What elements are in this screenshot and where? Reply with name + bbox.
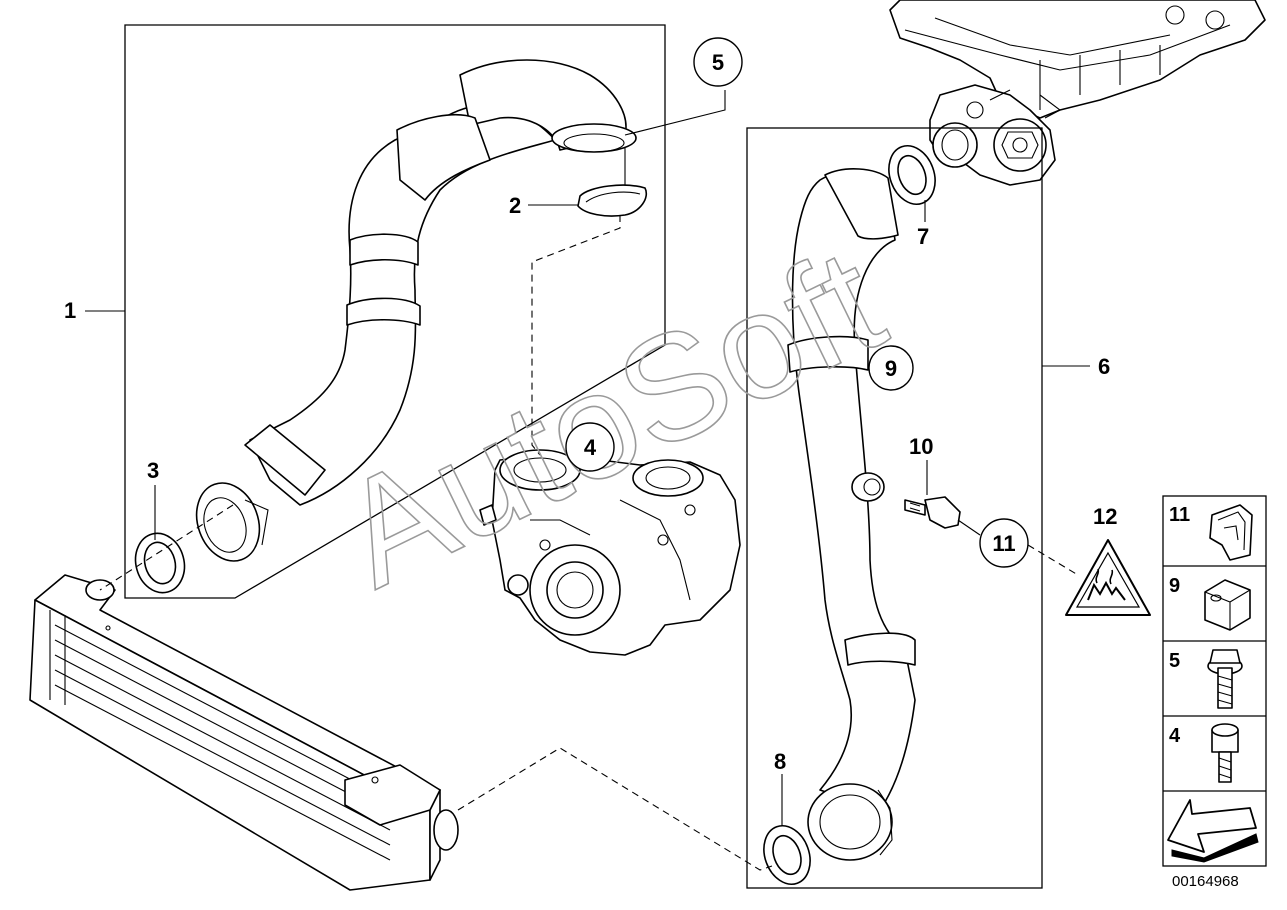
callout-8: 8 xyxy=(774,749,786,774)
legend-number-9: 9 xyxy=(1169,575,1180,597)
callout-9: 9 xyxy=(868,345,914,391)
svg-text:11: 11 xyxy=(992,531,1015,556)
clip-icon xyxy=(1209,504,1253,561)
seal-ring-7 xyxy=(888,145,936,205)
svg-text:9: 9 xyxy=(885,356,897,381)
callout-10: 10 xyxy=(909,434,933,459)
svg-text:4: 4 xyxy=(584,435,597,460)
document-number: 00164968 xyxy=(1172,873,1239,890)
turbocharger-illustration xyxy=(479,449,741,656)
callout-2: 2 xyxy=(509,193,521,218)
assembly-6-frame xyxy=(746,127,1043,889)
spring-nut-icon xyxy=(1204,579,1251,631)
hot-surface-warning-icon xyxy=(1065,539,1151,616)
charge-air-pipe-left xyxy=(195,59,637,562)
fastener-legend: 11 9 5 4 xyxy=(1162,495,1267,867)
direction-arrow-icon xyxy=(1167,799,1259,863)
callout-6: 6 xyxy=(1098,354,1110,379)
legend-number-5: 5 xyxy=(1169,650,1180,672)
seal-ring-8 xyxy=(763,825,811,885)
intercooler-illustration xyxy=(29,574,459,891)
callout-12: 12 xyxy=(1093,504,1117,529)
callout-1: 1 xyxy=(64,298,76,323)
temperature-sensor-illustration xyxy=(851,472,961,529)
assembly-1-frame xyxy=(124,24,666,599)
callout-11: 11 xyxy=(979,518,1029,568)
socket-head-screw-icon xyxy=(1211,723,1239,783)
intake-manifold-illustration xyxy=(889,0,1266,186)
legend-number-11: 11 xyxy=(1169,504,1190,526)
seal-ring-3 xyxy=(134,532,186,594)
seal-ring-2 xyxy=(577,184,647,217)
svg-text:5: 5 xyxy=(712,50,724,75)
callout-4: 4 xyxy=(565,422,615,472)
callout-7: 7 xyxy=(917,224,929,249)
legend-number-4: 4 xyxy=(1169,725,1181,747)
callout-5: 5 xyxy=(693,37,743,87)
hex-flange-bolt-icon xyxy=(1207,649,1243,709)
callout-3: 3 xyxy=(147,458,159,483)
